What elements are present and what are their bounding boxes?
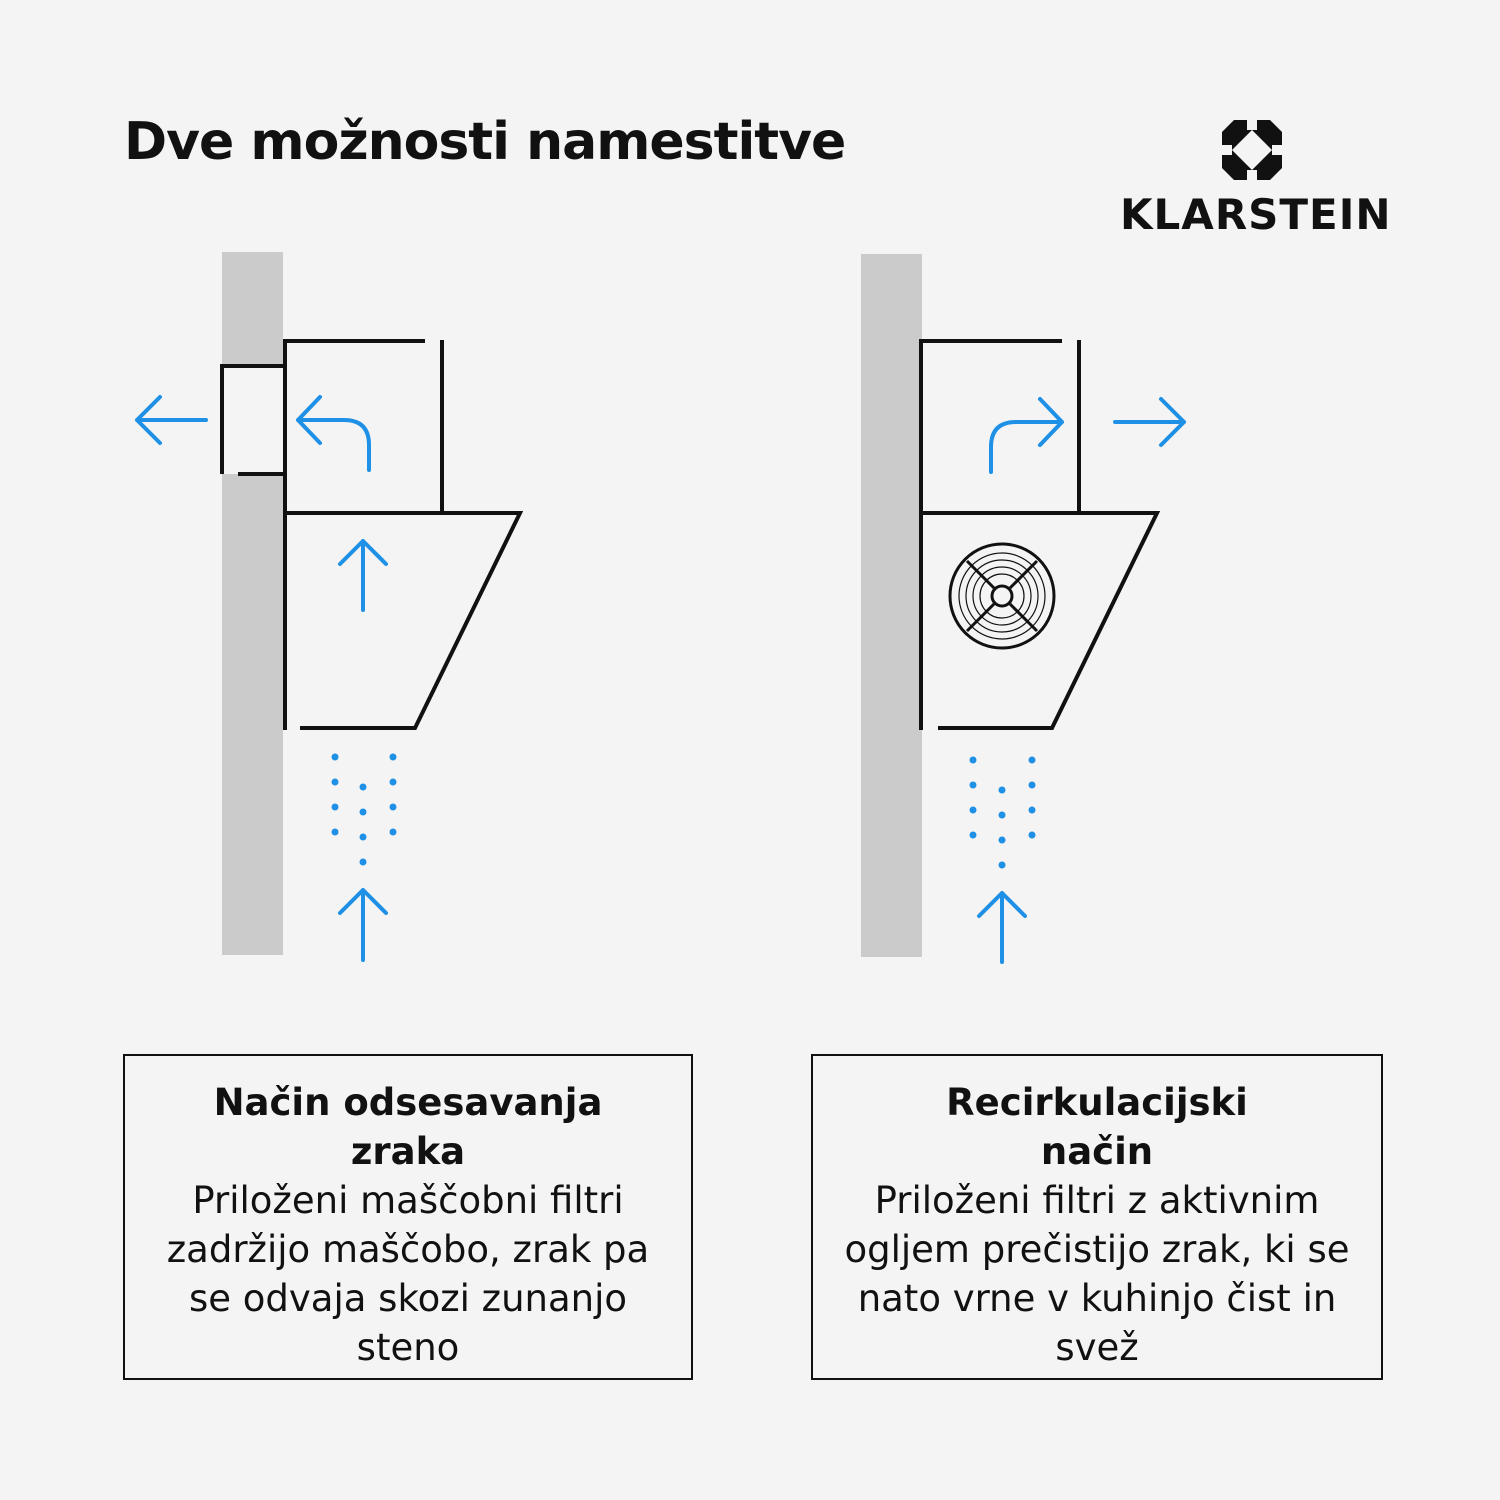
airflow-arrows — [135, 395, 388, 962]
wall — [861, 254, 922, 957]
extraction-mode-panel: Način odsesavanja zraka Priloženi maščob… — [123, 1054, 693, 1380]
airflow-arrows — [977, 397, 1186, 964]
hood-outline — [220, 339, 524, 730]
arrow-up-icon — [338, 539, 388, 612]
arrow-right-icon — [1113, 397, 1186, 447]
arrow-left-icon — [135, 395, 208, 445]
arrow-up-icon — [338, 888, 388, 962]
brand-logo: KLARSTEIN — [1120, 118, 1392, 248]
wall-opening — [222, 366, 283, 474]
air-particles — [969, 756, 1036, 869]
air-particles — [331, 753, 397, 866]
panel-title: Recirkulacijski način — [946, 1081, 1248, 1173]
panel-text: Priloženi filtri z aktivnim ogljem preči… — [844, 1179, 1350, 1369]
recirculation-mode-panel: Recirkulacijski način Priloženi filtri z… — [811, 1054, 1383, 1380]
page-title: Dve možnosti namestitve — [124, 112, 846, 172]
arrow-curve-right-icon — [989, 397, 1064, 474]
recirculation-mode-illustration — [861, 254, 1186, 964]
klarstein-logo-icon — [1220, 118, 1284, 182]
extraction-mode-illustration — [135, 252, 524, 962]
arrow-up-icon — [977, 891, 1027, 964]
fan-icon — [948, 542, 1056, 650]
installation-diagram — [135, 252, 1186, 964]
panel-text: Priloženi maščobni filtri zadržijo maščo… — [166, 1179, 650, 1369]
brand-name: KLARSTEIN — [1120, 190, 1392, 239]
wall — [222, 252, 283, 955]
hood-outline — [919, 339, 1161, 730]
arrow-curve-left-icon — [296, 395, 371, 472]
panel-title: Način odsesavanja zraka — [213, 1081, 603, 1173]
